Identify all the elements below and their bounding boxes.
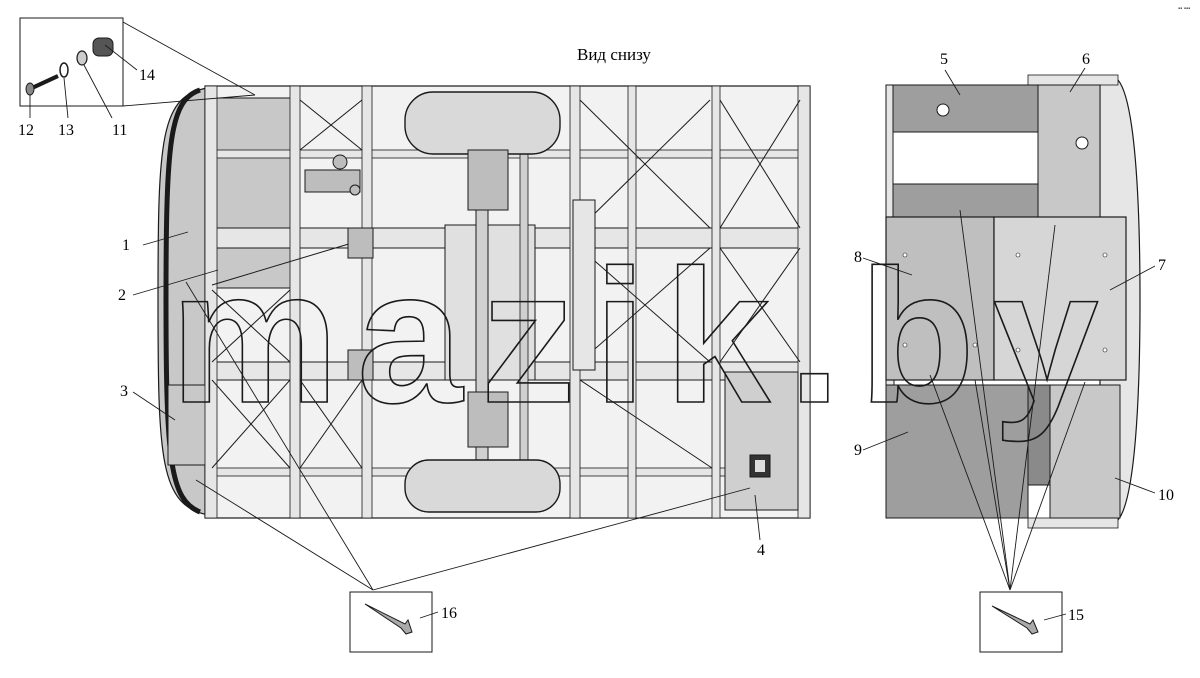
inset-frame-16 bbox=[349, 591, 433, 653]
switch-icon-inner bbox=[755, 460, 765, 472]
steering-mechanism bbox=[304, 149, 509, 448]
washer-icon bbox=[59, 62, 69, 78]
inset-leader bbox=[122, 21, 256, 96]
lock-washer-icon bbox=[76, 50, 88, 66]
callout-8: 8 bbox=[854, 249, 862, 266]
wheel-upper bbox=[404, 91, 561, 155]
floor-top-strip bbox=[1027, 74, 1119, 86]
bolt-head-icon bbox=[25, 82, 35, 96]
callout-2: 2 bbox=[118, 287, 126, 304]
screw-15-icon bbox=[991, 605, 1039, 635]
callout-6: 6 bbox=[1082, 51, 1090, 68]
leader-lines bbox=[29, 44, 1156, 591]
callout-14: 14 bbox=[139, 67, 155, 84]
panel-10 bbox=[1049, 384, 1121, 519]
callout-16: 16 bbox=[441, 605, 457, 622]
panel-7-holes bbox=[902, 252, 1108, 353]
callout-13: 13 bbox=[58, 122, 74, 139]
callout-5: 5 bbox=[940, 51, 948, 68]
diagonal-bracing bbox=[211, 99, 801, 469]
panel-5-hole bbox=[936, 103, 950, 117]
inset-leader-2 bbox=[122, 94, 256, 107]
floor-bottom-strip bbox=[1027, 517, 1119, 529]
callout-15: 15 bbox=[1068, 607, 1084, 624]
panel-6-hole bbox=[1075, 136, 1089, 150]
watermark: mazik.by bbox=[170, 231, 1117, 443]
screw-15-inset bbox=[979, 591, 1067, 653]
panel-7 bbox=[993, 216, 1127, 381]
panel-3 bbox=[167, 384, 209, 466]
panel-6 bbox=[1037, 84, 1101, 218]
callout-7: 7 bbox=[1158, 257, 1166, 274]
view-title: Вид снизу bbox=[577, 45, 651, 64]
callout-11: 11 bbox=[112, 122, 127, 139]
callout-labels: 1 2 3 4 5 6 7 8 9 10 11 12 13 14 15 16 bbox=[18, 51, 1174, 624]
bolt-icon bbox=[31, 74, 59, 90]
callout-9: 9 bbox=[854, 442, 862, 459]
callout-12: 12 bbox=[18, 122, 34, 139]
callout-3: 3 bbox=[120, 383, 128, 400]
wheel-lower bbox=[404, 459, 561, 513]
screw-16-icon bbox=[364, 603, 413, 635]
bolt-assembly-inset bbox=[19, 17, 256, 107]
leader-16 bbox=[419, 611, 439, 619]
front-bumper bbox=[163, 87, 202, 515]
leader-15 bbox=[1043, 613, 1067, 621]
panel-4 bbox=[724, 371, 799, 511]
chassis-underside bbox=[157, 85, 811, 519]
callout-4: 4 bbox=[757, 542, 765, 559]
panel-8 bbox=[885, 216, 995, 381]
corner-mark: ▪▪ ▪▪▪ bbox=[1178, 6, 1190, 12]
panel-9 bbox=[885, 384, 1029, 519]
inset-frame-top bbox=[19, 17, 124, 107]
bushing-icon bbox=[92, 37, 114, 57]
panel-5-cutout bbox=[892, 131, 1039, 185]
crossbeam-plate bbox=[572, 199, 596, 371]
floor-panels bbox=[885, 74, 1141, 529]
callout-10: 10 bbox=[1158, 487, 1174, 504]
callout-1: 1 bbox=[122, 237, 130, 254]
screw-16-inset bbox=[349, 591, 439, 653]
